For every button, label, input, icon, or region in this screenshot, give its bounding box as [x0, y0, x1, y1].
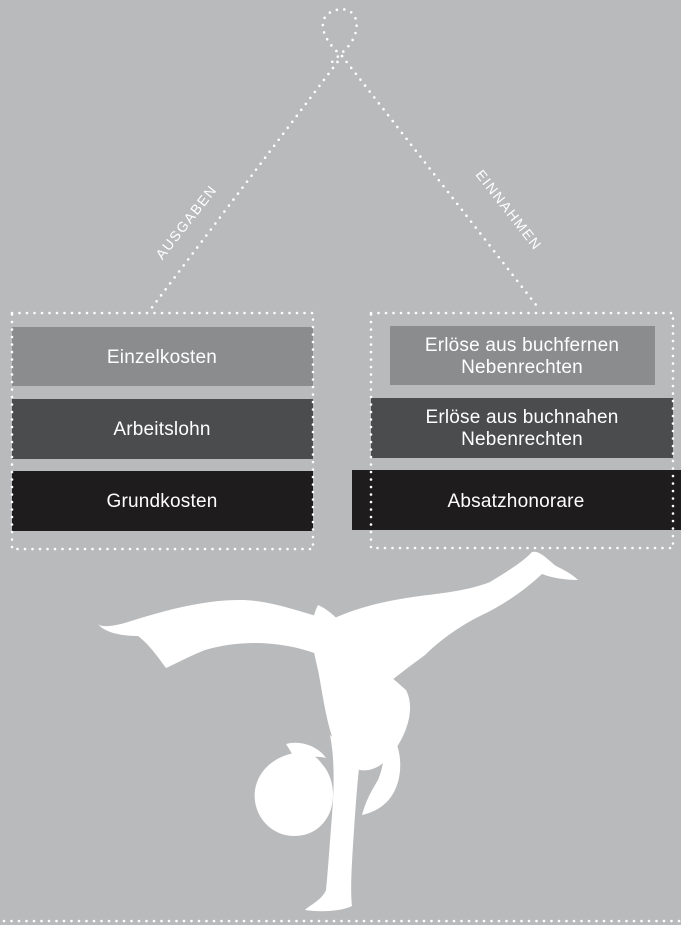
bar-label-line: Grundkosten	[107, 491, 218, 512]
hanging-loop	[321, 8, 358, 66]
einnahmen-item-buchfern	[390, 326, 655, 385]
einnahmen-pan-frame	[369, 311, 675, 550]
bar-label-line: Arbeitslohn	[113, 419, 210, 440]
ausgaben-item-label: Einzelkosten	[107, 347, 217, 368]
ausgaben-string	[148, 54, 344, 312]
einnahmen-item-label: Absatzhonorare	[448, 491, 585, 512]
einnahmen-string	[340, 54, 542, 312]
bar-label-line: Erlöse aus buchnahen	[425, 407, 618, 428]
bar-label-line: Absatzhonorare	[448, 491, 585, 512]
bar-label-line: Nebenrechten	[461, 357, 583, 378]
handstand-acrobat-icon	[98, 551, 578, 912]
bar-label-line: Erlöse aus buchfernen	[425, 335, 619, 356]
ausgaben-item-grundkosten	[12, 471, 313, 531]
ausgaben-item-arbeitslohn	[12, 399, 313, 459]
einnahmen-label: EINNAHMEN	[473, 167, 546, 254]
ausgaben-item-einzelkosten	[12, 327, 313, 386]
ausgaben-pan: Einzelkosten Arbeitslohn Grundkosten	[10, 311, 315, 551]
bar-label-line: Nebenrechten	[461, 429, 583, 450]
einnahmen-item-buchnah	[371, 398, 673, 458]
einnahmen-item-absatzhonorare	[352, 470, 681, 530]
ausgaben-item-label: Grundkosten	[107, 491, 218, 512]
ausgaben-label: AUSGABEN	[152, 182, 220, 263]
bar-label-line: Einzelkosten	[107, 347, 217, 368]
ausgaben-item-label: Arbeitslohn	[113, 419, 210, 440]
